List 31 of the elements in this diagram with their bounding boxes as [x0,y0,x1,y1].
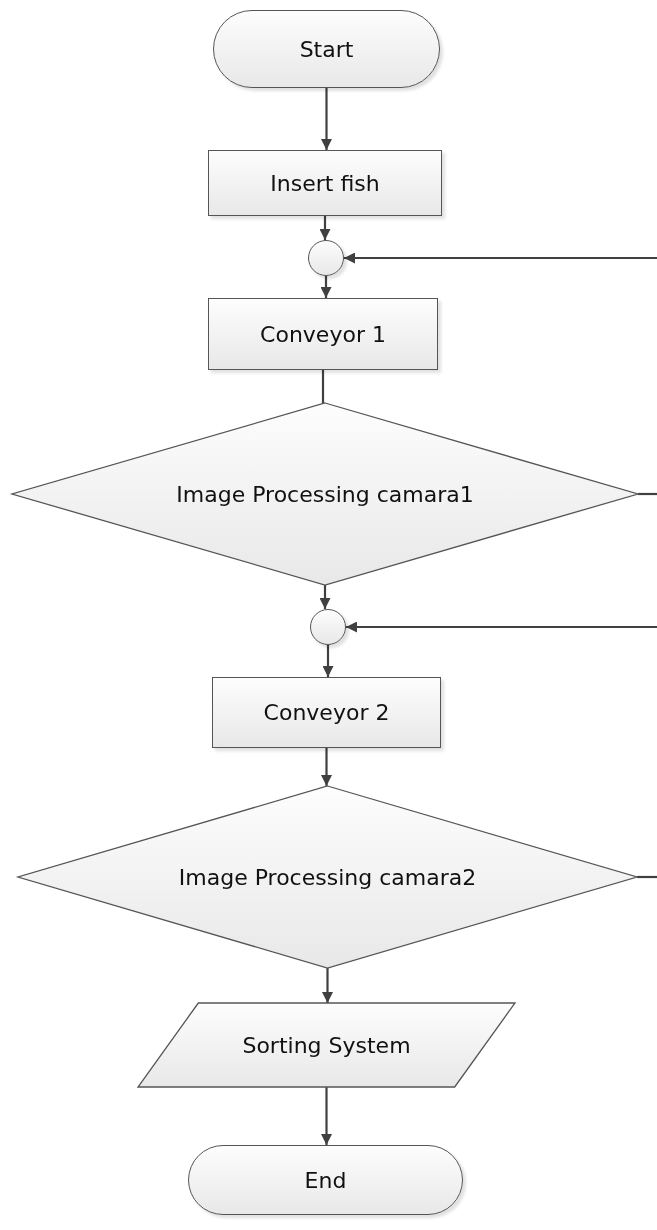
arrow [322,645,334,677]
node-label: End [304,1167,347,1193]
node-label: Image Processing camara1 [176,481,474,507]
node-label: Insert fish [270,170,380,196]
process-box [212,677,441,748]
arrow [321,1087,332,1145]
arrow [321,88,332,150]
connector-circle [310,609,346,645]
arrow [320,276,332,298]
node-label: Conveyor 1 [260,321,386,347]
arrow [321,748,332,786]
decision-diamond [12,403,638,585]
input-output-box [138,1003,515,1087]
node-label: Image Processing camara2 [178,864,477,890]
decision-diamond [18,786,637,968]
process-box [208,298,438,370]
terminal-box [213,10,440,88]
connector-line [637,875,657,879]
node-label: Conveyor 2 [263,700,390,725]
arrow [319,216,331,240]
connector-line [638,492,657,496]
arrow [319,585,331,609]
arrow [344,252,657,264]
connector-line [321,370,325,403]
node-label: Start [299,36,354,62]
process-box [208,150,442,216]
node-label: Sorting System [242,1032,411,1058]
arrow [322,968,333,1003]
arrow [346,621,657,633]
terminal-box [188,1145,463,1215]
connector-circle [308,240,344,276]
